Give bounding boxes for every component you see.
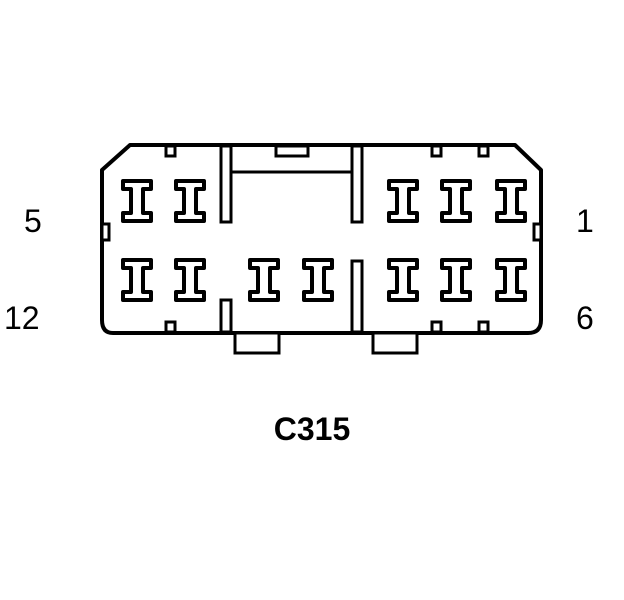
partition-left-lower: [219, 298, 233, 334]
bottom-notch-1: [164, 320, 177, 334]
cavity-bottom-7: [495, 258, 527, 302]
top-notch-1: [164, 144, 177, 158]
cavity-bottom-5: [387, 258, 419, 302]
bottom-notch-3: [477, 320, 490, 334]
bottom-tab-left: [233, 331, 281, 355]
cavity-top-5: [495, 179, 527, 223]
pin-label-bottom-right: 6: [576, 300, 594, 336]
cavity-bottom-4: [302, 258, 334, 302]
top-notch-2: [274, 144, 310, 158]
partition-right-lower: [350, 259, 364, 334]
cavity-bottom-1: [121, 258, 153, 302]
bottom-tab-right: [371, 331, 419, 355]
bottom-notch-2: [430, 320, 443, 334]
cavity-bottom-3: [248, 258, 280, 302]
pin-label-top-left: 5: [24, 203, 42, 239]
partition-left-upper: [219, 144, 233, 224]
connector-housing-outline: [100, 143, 543, 335]
cavity-top-3: [387, 179, 419, 223]
pin-label-bottom-left: 12: [4, 300, 40, 336]
cavity-top-4: [440, 179, 472, 223]
cavity-top-2: [174, 179, 206, 223]
left-latch: [100, 222, 111, 242]
cavity-group: [121, 179, 527, 302]
top-notch-4: [477, 144, 490, 158]
pin-label-top-right: 1: [576, 203, 594, 239]
cavity-top-1: [121, 179, 153, 223]
cavity-bottom-2: [174, 258, 206, 302]
partition-right-upper: [350, 144, 364, 224]
right-latch: [532, 222, 543, 242]
connector-id-caption: C315: [273, 411, 351, 447]
top-notch-3: [430, 144, 443, 158]
cavity-bottom-6: [440, 258, 472, 302]
